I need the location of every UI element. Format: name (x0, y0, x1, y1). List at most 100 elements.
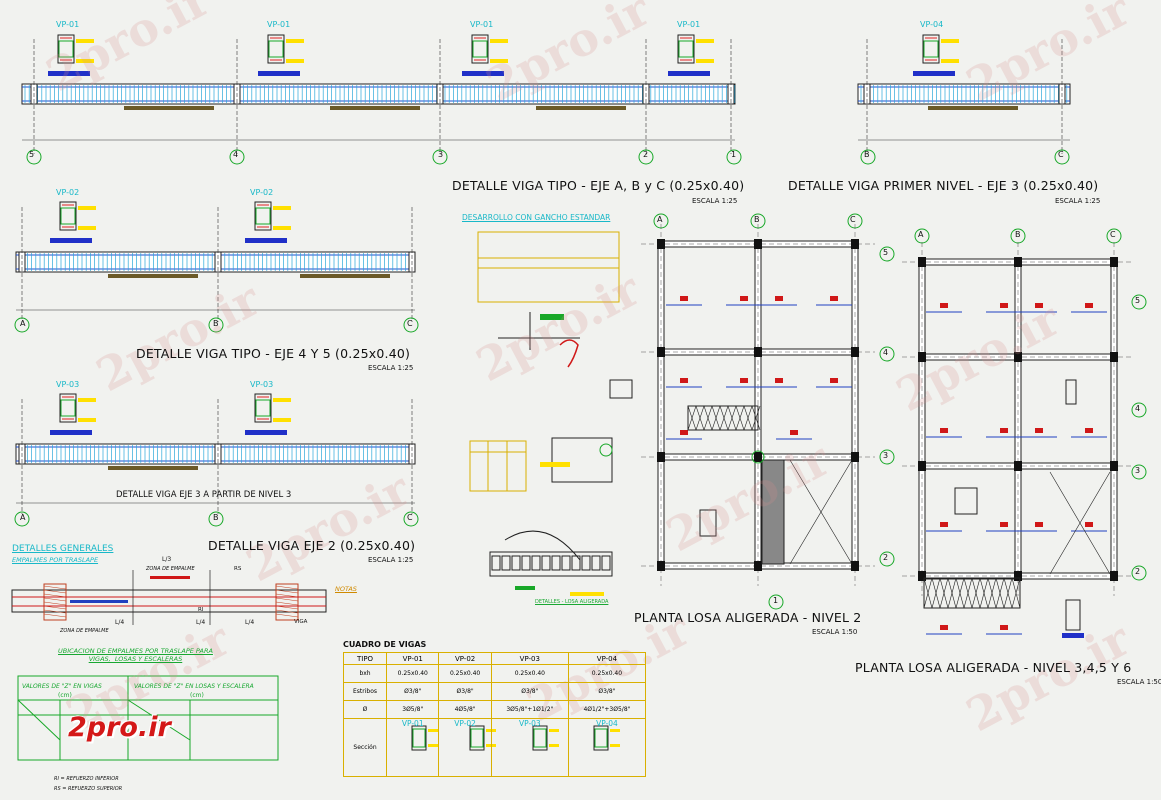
scale-label: ESCALA 1:25 (368, 556, 414, 564)
rebar-marker (790, 430, 798, 435)
z-table-losas (127, 675, 279, 761)
rebar-marker (1000, 625, 1008, 630)
beam-section (254, 393, 272, 423)
grid-label: B (754, 215, 760, 224)
hatch (939, 577, 949, 609)
hatch (43, 613, 67, 618)
grid-bubble (403, 317, 419, 333)
column (657, 452, 665, 462)
hatch (275, 613, 299, 618)
grid-bubble (768, 594, 784, 610)
cm-label: (cm) (58, 692, 72, 699)
grid-bubble (208, 317, 224, 333)
rebar-marker (740, 296, 748, 301)
zona-empalme-label: ZONA DE EMPALME (60, 628, 109, 634)
section-cell: VP-01 (386, 718, 440, 777)
hook-detail (551, 437, 613, 483)
section-note (78, 398, 96, 402)
rebar-marker (940, 625, 948, 630)
hatch (963, 577, 973, 609)
table-cell: Ø3/8" (490, 682, 569, 701)
rebar-marker (1035, 303, 1043, 308)
grid-bubble (1131, 464, 1147, 480)
dimension-bar (928, 106, 1018, 110)
grid-label: C (1110, 230, 1116, 239)
hatch (43, 601, 67, 606)
grid-label: 2 (643, 150, 649, 159)
section-note (78, 206, 96, 210)
section-label-bar (48, 71, 90, 76)
column (1014, 461, 1022, 471)
scale-label: ESCALA 1:25 (692, 197, 738, 205)
beam-section (954, 487, 978, 515)
rebar-marker (1000, 303, 1008, 308)
hatch (727, 405, 737, 431)
table-cell: Estribos (342, 682, 388, 701)
grid-label: 5 (883, 248, 889, 257)
title-planta-nivel3456: PLANTA LOSA ALIGERADA - NIVEL 3,4,5 Y 6 (855, 660, 1132, 675)
hook-bar (540, 314, 564, 320)
title-planta-nivel2: PLANTA LOSA ALIGERADA - NIVEL 2 (634, 610, 862, 625)
table-cell: 4Ø5/8" (438, 700, 492, 719)
grid-label: 5 (29, 150, 35, 159)
grid-label: 4 (883, 348, 889, 357)
hatch (703, 405, 713, 431)
ri-legend: RI = REFUERZO INFERIOR (54, 776, 119, 782)
rebar-marker (680, 430, 688, 435)
grid-bubble (14, 317, 30, 333)
section-note (941, 59, 959, 63)
l4-label: L/4 (245, 619, 255, 626)
rebar-marker (775, 378, 783, 383)
grid-bubble (879, 551, 895, 567)
scale-label: ESCALA 1:25 (368, 364, 414, 372)
empalmes-heading: EMPALMES POR TRASLAPE (12, 556, 99, 564)
table-cell: 0.25x0.40 (490, 664, 569, 683)
beam-section (609, 379, 633, 399)
slab-bar (515, 586, 535, 590)
rs-label: RS (234, 566, 242, 572)
grid-bubble (432, 149, 448, 165)
dimension-bar (124, 106, 214, 110)
l4-label: L/4 (196, 619, 206, 626)
grid-label: A (657, 215, 663, 224)
grid-label: 2 (1135, 567, 1141, 576)
grid-bubble (26, 149, 42, 165)
beam-label: VP-01 (470, 20, 494, 29)
slab-bar (570, 592, 604, 596)
hatch (743, 405, 753, 431)
slab-block (601, 555, 611, 571)
grid-label: A (20, 319, 26, 328)
beam-label: VP-02 (250, 188, 274, 197)
grid-label: 1 (773, 596, 779, 605)
column (754, 452, 762, 462)
section-stirrup (255, 399, 271, 417)
rebar-marker (1085, 428, 1093, 433)
title-viga-tipo-45: DETALLE VIGA TIPO - EJE 4 Y 5 (0.25x0.40… (136, 346, 411, 361)
column (918, 257, 926, 267)
beam-section (59, 393, 77, 423)
slab-block (571, 555, 581, 571)
beam-section (267, 34, 285, 64)
grid-label: C (1058, 150, 1064, 159)
section-note (273, 418, 291, 422)
slab-block (591, 555, 601, 571)
header-cell: VP-01 (386, 652, 440, 665)
rebar-marker (1085, 522, 1093, 527)
section-label-bar (245, 238, 287, 243)
column (851, 239, 859, 249)
title-viga-primer-nivel: DETALLE VIGA PRIMER NIVEL - EJE 3 (0.25x… (788, 178, 1099, 193)
section-label: VP-04 (596, 719, 618, 728)
section-note (286, 59, 304, 63)
section-label-bar (50, 430, 92, 435)
section-note (696, 39, 714, 43)
detalles-generales-heading: DETALLES GENERALES (12, 544, 114, 554)
section-stirrup (923, 40, 939, 58)
beam-section (1065, 379, 1077, 405)
hatch (1011, 577, 1021, 609)
grid-label: B (213, 319, 219, 328)
rebar-marker (775, 296, 783, 301)
beam-label: VP-04 (920, 20, 944, 29)
column-circular (751, 450, 765, 464)
slab-block (491, 555, 501, 571)
